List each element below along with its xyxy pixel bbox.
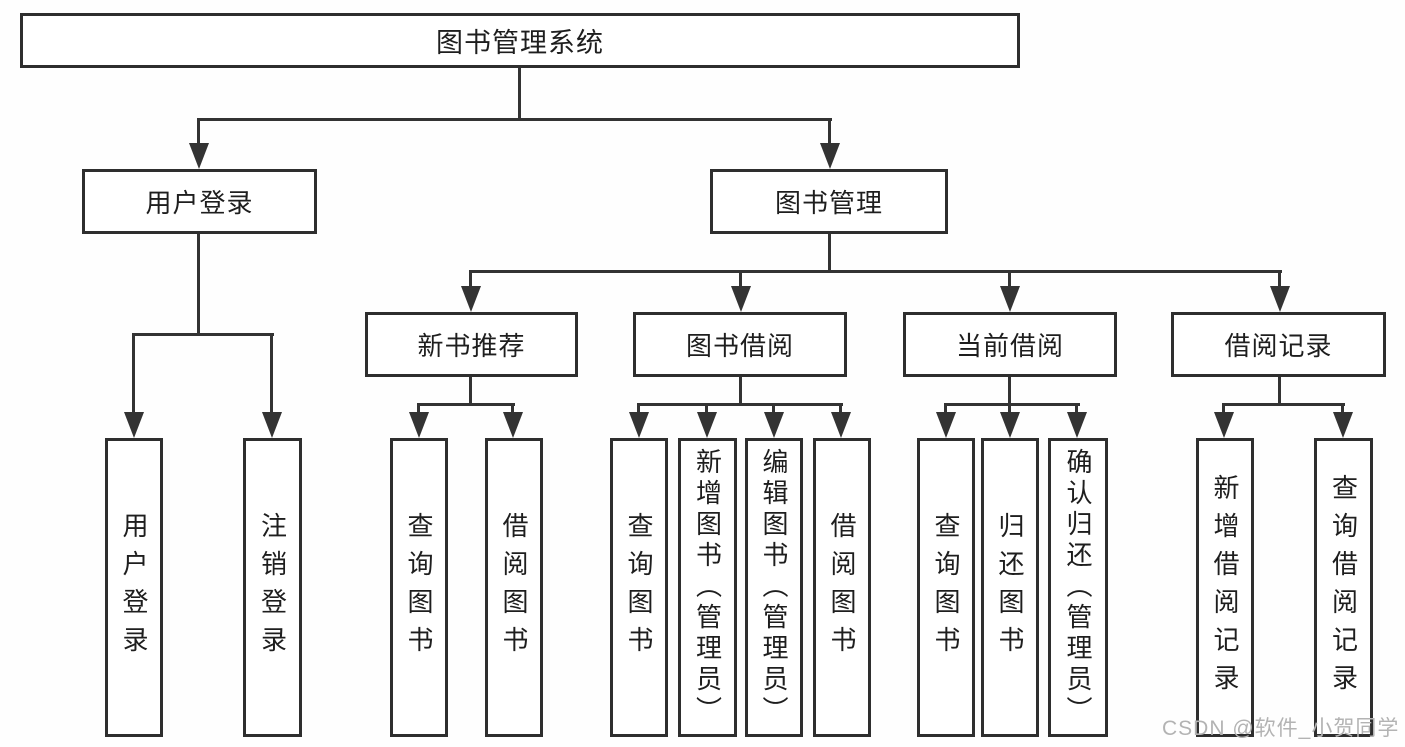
- arrow-down-icon: [831, 412, 851, 438]
- connector-line: [511, 406, 514, 415]
- node-leaf-return-book: 归还图书: [981, 438, 1039, 737]
- connector-line: [518, 68, 521, 120]
- node-label: 图书管理系统: [436, 28, 604, 58]
- node-label: 新书推荐: [417, 331, 526, 361]
- connector-line: [839, 406, 842, 415]
- connector-line: [944, 403, 1080, 406]
- arrow-down-icon: [731, 286, 751, 312]
- connector-line: [197, 234, 200, 336]
- node-leaf-confirm-return-admin: 确认归还（管理员）: [1048, 438, 1108, 737]
- connector-line: [469, 273, 472, 289]
- node-current-borrowing: 当前借阅: [903, 312, 1117, 377]
- node-label: 新增借阅记录: [1210, 473, 1240, 702]
- node-label: 用户登录: [145, 188, 254, 218]
- node-leaf-user-login: 用户登录: [105, 438, 163, 737]
- arrow-down-icon: [1333, 412, 1353, 438]
- connector-line: [739, 377, 742, 406]
- node-label: 借阅图书: [499, 511, 529, 664]
- node-leaf-query-borrow-record: 查询借阅记录: [1314, 438, 1373, 737]
- connector-line: [1341, 406, 1344, 415]
- arrow-down-icon: [1000, 412, 1020, 438]
- arrow-down-icon: [1270, 286, 1290, 312]
- connector-line: [637, 406, 640, 415]
- arrow-down-icon: [503, 412, 523, 438]
- connector-line: [1278, 273, 1281, 289]
- node-leaf-query-book-current: 查询图书: [917, 438, 975, 737]
- arrow-down-icon: [1000, 286, 1020, 312]
- arrow-down-icon: [124, 412, 144, 438]
- node-label: 新增图书（管理员）: [692, 448, 723, 727]
- arrow-down-icon: [1067, 412, 1087, 438]
- arrow-down-icon: [936, 412, 956, 438]
- node-label: 用户登录: [119, 511, 149, 664]
- node-label: 借阅图书: [827, 511, 857, 664]
- connector-line: [417, 406, 420, 415]
- connector-line: [772, 406, 775, 415]
- node-label: 查询借阅记录: [1328, 473, 1359, 702]
- connector-line: [1008, 377, 1011, 406]
- node-leaf-add-book-admin: 新增图书（管理员）: [678, 438, 737, 737]
- node-label: 借阅记录: [1224, 331, 1333, 361]
- arrow-down-icon: [1214, 412, 1234, 438]
- connector-line: [1008, 273, 1011, 289]
- connector-line: [637, 403, 843, 406]
- node-label: 当前借阅: [955, 331, 1064, 361]
- connector-line: [417, 403, 515, 406]
- arrow-down-icon: [764, 412, 784, 438]
- node-user-login: 用户登录: [82, 169, 317, 234]
- connector-line: [469, 270, 1282, 273]
- arrow-down-icon: [189, 143, 209, 169]
- watermark: CSDN @软件_小贺同学: [1162, 717, 1400, 740]
- arrow-down-icon: [409, 412, 429, 438]
- connector-line: [469, 377, 472, 406]
- node-book-management: 图书管理: [710, 169, 948, 234]
- node-label: 归还图书: [995, 511, 1025, 664]
- node-leaf-borrow-book-recommend: 借阅图书: [485, 438, 543, 737]
- arrow-down-icon: [697, 412, 717, 438]
- connector-line: [828, 121, 831, 146]
- node-label: 查询图书: [931, 511, 961, 664]
- connector-line: [197, 118, 832, 121]
- connector-line: [1075, 406, 1078, 415]
- connector-line: [1222, 406, 1225, 415]
- node-new-book-recommendation: 新书推荐: [365, 312, 578, 377]
- arrow-down-icon: [629, 412, 649, 438]
- connector-line: [944, 406, 947, 415]
- node-label: 查询图书: [404, 511, 434, 664]
- node-library-management-system: 图书管理系统: [20, 13, 1020, 68]
- connector-line: [197, 121, 200, 146]
- connector-line: [705, 406, 708, 415]
- arrow-down-icon: [820, 143, 840, 169]
- node-label: 图书借阅: [685, 331, 794, 361]
- connector-line: [132, 333, 274, 336]
- arrow-down-icon: [461, 286, 481, 312]
- node-label: 编辑图书（管理员）: [759, 448, 789, 727]
- node-leaf-query-book-recommend: 查询图书: [390, 438, 448, 737]
- node-leaf-logout: 注销登录: [243, 438, 302, 737]
- connector-line: [132, 336, 135, 416]
- node-label: 图书管理: [774, 188, 883, 218]
- node-borrowing-records: 借阅记录: [1171, 312, 1386, 377]
- node-label: 确认归还（管理员）: [1063, 448, 1093, 727]
- connector-line: [828, 234, 831, 273]
- node-label: 查询图书: [624, 511, 654, 664]
- arrow-down-icon: [262, 412, 282, 438]
- node-leaf-borrow-book: 借阅图书: [813, 438, 871, 737]
- connector-line: [270, 336, 273, 416]
- node-label: 注销登录: [257, 511, 288, 664]
- connector-line: [1278, 377, 1281, 406]
- connector-line: [1008, 406, 1011, 415]
- node-book-borrowing: 图书借阅: [633, 312, 847, 377]
- node-leaf-query-book-borrowing: 查询图书: [610, 438, 668, 737]
- connector-line: [739, 273, 742, 289]
- connector-line: [1222, 403, 1345, 406]
- node-leaf-edit-book-admin: 编辑图书（管理员）: [745, 438, 803, 737]
- node-leaf-add-borrow-record: 新增借阅记录: [1196, 438, 1254, 737]
